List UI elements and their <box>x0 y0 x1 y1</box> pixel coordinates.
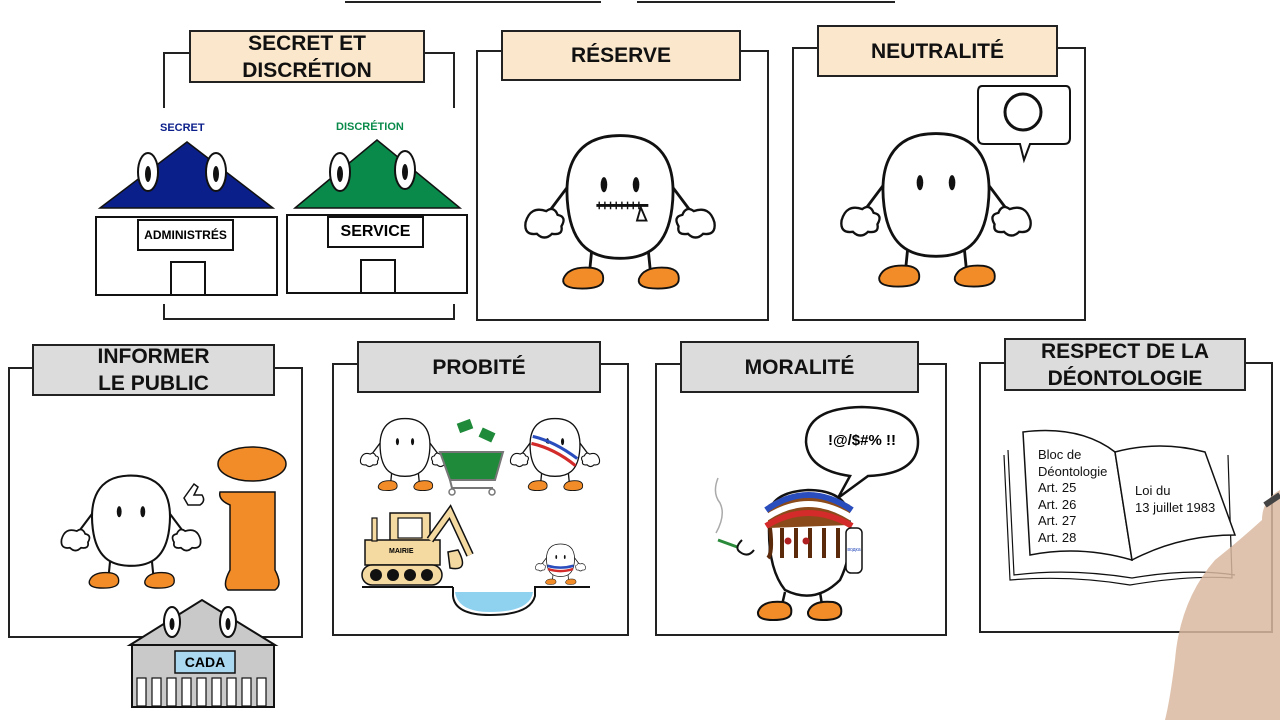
book-left-page: Bloc de Déontologie Art. 25 Art. 26 Art.… <box>1038 447 1107 546</box>
info-i-icon <box>183 446 287 591</box>
shopping-cart-money-icon <box>438 418 505 496</box>
top-partial-box-right <box>637 0 895 3</box>
excavator-icon <box>361 504 590 617</box>
panel-title: RESPECT DE LA DÉONTOLOGIE <box>1004 338 1246 391</box>
panel-title: PROBITÉ <box>357 341 601 393</box>
panel-title: INFORMER LE PUBLIC <box>32 344 275 396</box>
house-secret-icon <box>95 141 278 296</box>
book-line: Bloc de <box>1038 447 1082 462</box>
discretion-label: DISCRÉTION <box>336 121 404 133</box>
drawing-hand-icon <box>1165 490 1280 720</box>
secret-label: SECRET <box>160 122 205 134</box>
house-discretion-icon <box>286 139 468 294</box>
character-neutral-icon <box>826 126 1046 296</box>
sign-service: SERVICE <box>340 223 411 240</box>
cada-sign: CADA <box>184 654 226 670</box>
book-right-page: Loi du 13 juillet 1983 <box>1135 483 1215 516</box>
open-book-icon <box>1003 429 1237 586</box>
book-line: Art. 26 <box>1038 496 1077 512</box>
book-line: Art. 27 <box>1038 513 1077 528</box>
book-line: 13 juillet 1983 <box>1135 499 1216 515</box>
book-line: Déontologie <box>1038 463 1108 479</box>
sign-administres: ADMINISTRÉS <box>144 228 227 242</box>
speech-bubble-empty-icon <box>977 85 1071 164</box>
character-small-mayor-icon <box>533 542 588 587</box>
panel-title: NEUTRALITÉ <box>817 25 1058 77</box>
panel-title: SECRET ET DISCRÉTION <box>189 30 425 83</box>
book-line: Loi du <box>1135 483 1171 498</box>
cada-building-icon <box>126 598 279 708</box>
panel-title: RÉSERVE <box>501 30 741 81</box>
speech-bubble-swearing-icon <box>804 405 920 500</box>
character-zipped-mouth-icon <box>510 128 730 298</box>
bottle-label: водка <box>847 547 861 553</box>
character-mayor-sash-icon <box>505 415 605 495</box>
top-partial-box-left <box>345 0 601 3</box>
character-smoking-drinking-icon <box>714 477 863 622</box>
swearing-text: !@/$#% !! <box>828 432 896 449</box>
book-line: Art. 25 <box>1038 480 1077 495</box>
panel-title: MORALITÉ <box>680 341 919 393</box>
panel-frame <box>332 363 629 636</box>
excavator-mairie-label: MAIRIE <box>389 548 414 555</box>
book-line: Art. 28 <box>1038 529 1077 545</box>
bracket-bottom <box>163 304 455 320</box>
